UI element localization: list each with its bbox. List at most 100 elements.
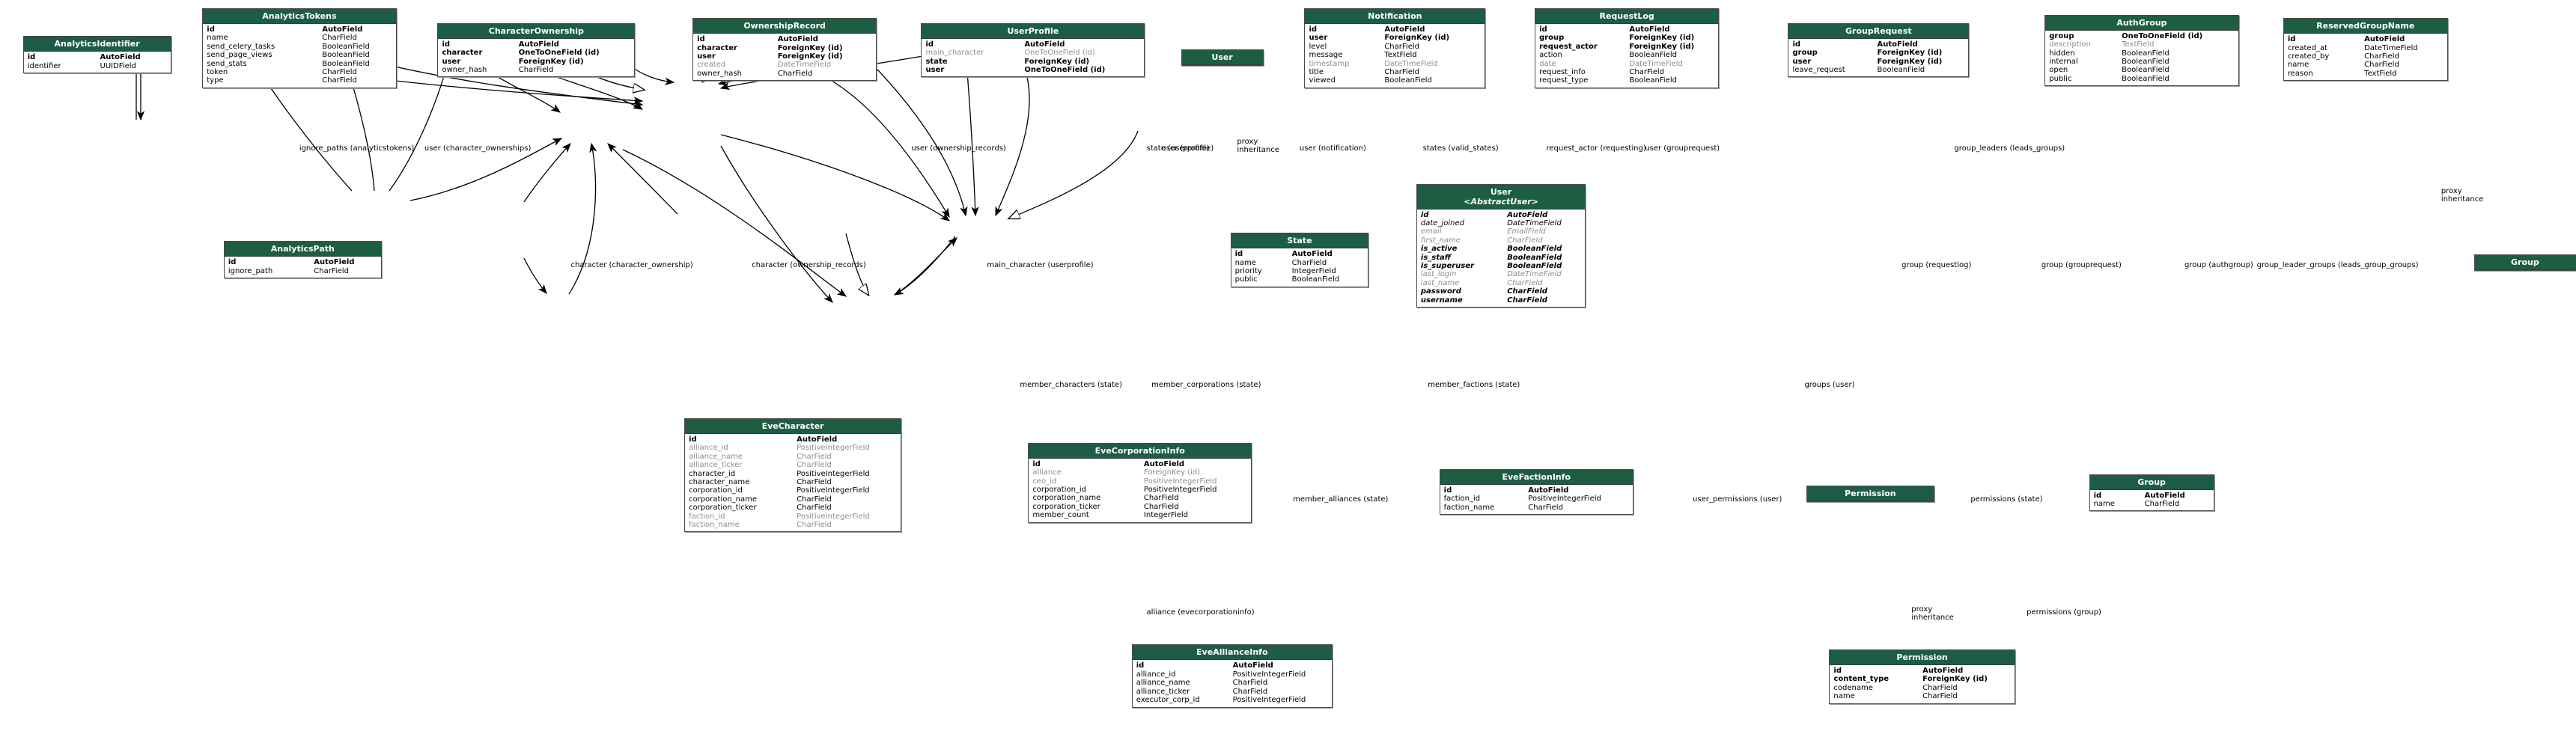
field-name: is_active: [1420, 245, 1458, 254]
field-type: CharField: [1232, 687, 1268, 696]
field-type: ForeignKey (id): [1024, 57, 1090, 66]
field-name: public: [2049, 74, 2072, 83]
field-type: AutoField: [1877, 40, 1918, 49]
edge-label: group (requestlog): [1901, 260, 1972, 269]
field-name: created: [697, 61, 726, 70]
field-type: AutoField: [1291, 250, 1333, 259]
edge-label: character (ownership_records): [752, 260, 866, 269]
edge-label: user_permissions (user): [1693, 495, 1782, 504]
field-type: CharField: [1528, 503, 1563, 512]
field-name: faction_name: [1443, 503, 1495, 512]
entity-user_plain[interactable]: User: [1181, 49, 1264, 66]
field-name: ignore_path: [228, 266, 273, 275]
field-type: CharField: [322, 67, 357, 76]
field-name: user: [1792, 57, 1812, 66]
field-type: BooleanField: [322, 51, 370, 60]
field-type: CharField: [1291, 258, 1327, 267]
field-type: AutoField: [1232, 661, 1273, 670]
field-type: DateTimeField: [777, 61, 832, 70]
field-name: alliance_id: [1136, 670, 1176, 679]
field-name: open: [2049, 66, 2068, 75]
edge-label: user (profile): [1161, 144, 1210, 153]
field-type: CharField: [322, 34, 357, 43]
entity-subtitle: <AbstractUser>: [1464, 196, 1538, 207]
field-type: CharField: [1384, 42, 1419, 51]
edge-label: state (userprofile): [1146, 144, 1214, 153]
field-type: BooleanField: [2122, 66, 2169, 75]
entity-title: GroupRequest: [1788, 23, 1969, 39]
field-type: ForeignKey (id): [518, 57, 584, 66]
entity-title: Permission: [1830, 650, 2015, 666]
field-row: timestamp DateTimeField: [1309, 60, 1481, 68]
field-name: id: [1539, 25, 1547, 34]
field-type: ForeignKey (id): [1877, 57, 1943, 66]
field-name: date: [1539, 59, 1556, 68]
edge-label: permissions (state): [1970, 495, 2043, 504]
field-type: AutoField: [797, 435, 838, 444]
field-name: character: [442, 49, 483, 58]
edge-label: ignore_paths (analyticstokens): [299, 144, 415, 153]
field-type: CharField: [1143, 502, 1179, 511]
field-name: priority: [1234, 267, 1262, 276]
entity-permission_plain[interactable]: Permission: [1806, 485, 1935, 502]
entity-title: Permission: [1806, 486, 1934, 501]
field-name: corporation_ticker: [1032, 502, 1100, 511]
edge-label: member_factions (state): [1428, 380, 1520, 389]
field-type: BooleanField: [1291, 275, 1340, 284]
field-name: user: [925, 65, 945, 74]
field-name: timestamp: [1309, 59, 1350, 68]
field-type: AutoField: [777, 35, 818, 44]
entity-title: RequestLog: [1535, 8, 1719, 24]
field-type: BooleanField: [1384, 76, 1432, 85]
field-type: DateTimeField: [1507, 218, 1562, 227]
entity-title: EveCharacter: [685, 418, 901, 434]
field-type: AutoField: [322, 25, 363, 34]
field-name: codename: [1833, 683, 1873, 692]
entity-group_plain[interactable]: Group: [2473, 254, 2576, 271]
field-type: DateTimeField: [1384, 59, 1438, 68]
field-name: alliance_name: [1136, 679, 1190, 688]
field-type: DateTimeField: [1629, 59, 1683, 68]
